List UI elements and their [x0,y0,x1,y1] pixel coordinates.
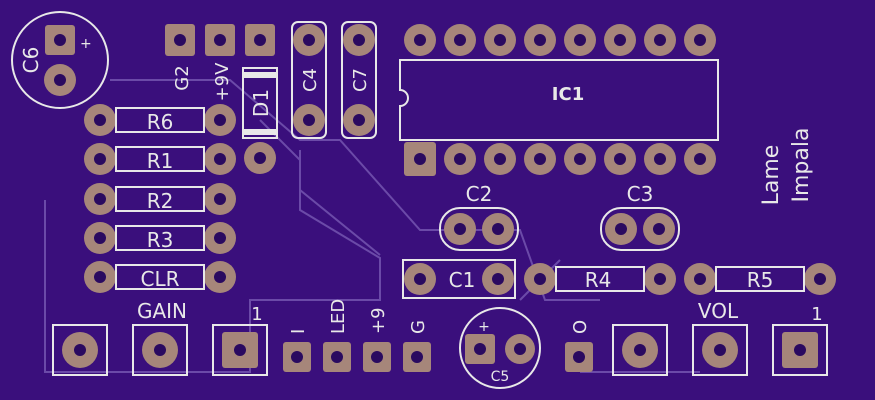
pin-g-label: G [408,320,429,334]
c4-capacitor: C4 [291,21,327,139]
p9v-label: +9V [212,62,233,102]
r5-resistor: R5 [684,263,836,295]
r5-label: R5 [747,268,774,292]
pin-i-label: I [288,329,309,334]
gain-label: GAIN [137,299,187,323]
gain-pot: GAIN 1 [52,299,268,376]
c2-label: C2 [466,182,493,206]
r1-label: R1 [147,149,174,173]
c3-capacitor: C3 [600,182,680,251]
clr-label: CLR [140,267,179,291]
c1-label: C1 [449,268,476,292]
c6-plus-label: + [80,36,92,52]
output-pad: O [565,320,593,372]
vol-pin1-label: 1 [811,304,822,325]
clr-resistor: CLR [84,261,236,293]
d1-label: D1 [249,89,273,117]
r3-label: R3 [147,228,174,252]
title-line-2: Impala [789,128,814,203]
r2-resistor: R2 [84,183,236,215]
pin-o-label: O [570,320,591,334]
io-header: I LED +9 G [283,299,431,372]
d1-diode: D1 [242,67,278,174]
c7-capacitor: C7 [341,21,377,139]
ic1-label: IC1 [552,84,584,105]
r6-label: R6 [147,110,174,134]
title-line-1: Lame [759,145,784,206]
r2-label: R2 [147,189,174,213]
c6-label: C6 [19,47,43,74]
vol-label: VOL [698,299,739,323]
header-pads-top [165,24,275,56]
pin-p9-label: +9 [368,307,389,334]
c6-capacitor: C6 + [11,11,109,109]
gain-pin1-label: 1 [251,304,262,325]
c1-capacitor: C1 [402,259,516,299]
c5-label: C5 [491,369,510,385]
c2-capacitor: C2 [439,182,519,251]
r1-resistor: R1 [84,143,236,175]
vol-pot: VOL 1 [612,299,828,376]
c3-label: C3 [627,182,654,206]
pin-led-label: LED [328,299,349,334]
c5-capacitor: + C5 [459,307,541,389]
g2-label: G2 [172,65,193,90]
c7-label: C7 [350,68,371,92]
r3-resistor: R3 [84,222,236,254]
c5-plus-label: + [478,319,490,335]
r4-resistor: R4 [524,263,676,295]
r6-resistor: R6 [84,104,236,136]
ic1-chip: IC1 [399,24,719,176]
c4-label: C4 [300,68,321,92]
r4-label: R4 [585,268,612,292]
